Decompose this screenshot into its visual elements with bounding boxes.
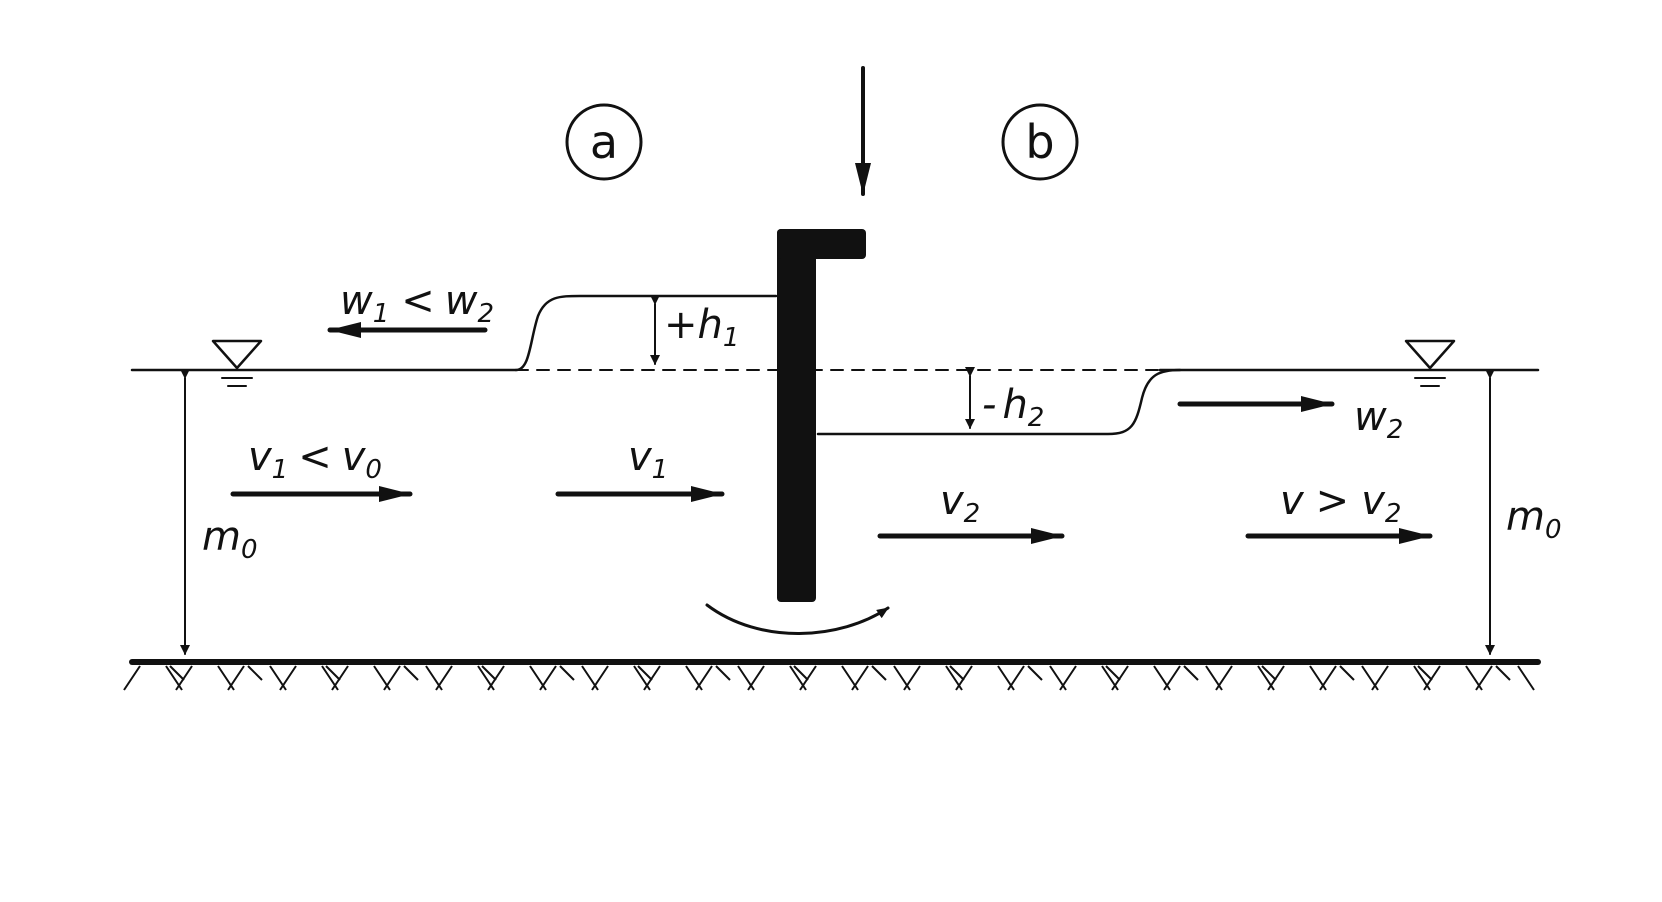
label-plus-h1: +h1 [664, 302, 739, 353]
hatch-line [435, 665, 453, 691]
hatch-line [1027, 665, 1043, 681]
hatch-line [871, 665, 887, 681]
hatch-line [793, 665, 809, 681]
water-level-symbol-right [1404, 339, 1456, 387]
hatch-line [715, 665, 731, 681]
underflow-arrow [705, 603, 890, 635]
hatch-line [1261, 665, 1277, 681]
hatch-line [247, 665, 263, 681]
hatch-line [1319, 665, 1337, 691]
label-v1-less-v0: v1<v0 [248, 434, 382, 485]
hatch-line [279, 665, 297, 691]
ground-bed [123, 659, 1541, 691]
hatch-line [123, 665, 141, 691]
hatch-line [637, 665, 653, 681]
hatch-line [227, 665, 245, 691]
water-level-symbol-left [211, 339, 263, 387]
hatch-line [1111, 665, 1129, 691]
hatch-line [643, 665, 661, 691]
hatch-line [1517, 665, 1535, 691]
hatch-line [591, 665, 609, 691]
label-v-greater-v2: v>v2 [1280, 478, 1401, 529]
hatch-line [481, 665, 497, 681]
hatch-line [325, 665, 341, 681]
hatch-line [1495, 665, 1511, 681]
hatch-line [1163, 665, 1181, 691]
label-w2: w2 [1354, 394, 1403, 445]
label-m0-right: m0 [1506, 494, 1562, 545]
hatch-line [1183, 665, 1199, 681]
hatch-line [799, 665, 817, 691]
label-m0-left: m0 [202, 514, 258, 565]
hatch-line [169, 665, 185, 681]
label-v2: v2 [940, 478, 980, 529]
hatch-line [1417, 665, 1433, 681]
label-minus-h2: -h2 [982, 382, 1044, 433]
hatch-line [955, 665, 973, 691]
label-v1: v1 [628, 434, 668, 485]
hatch-line [1105, 665, 1121, 681]
hatch-line [1215, 665, 1233, 691]
hatch-line [1059, 665, 1077, 691]
hatch-line [1423, 665, 1441, 691]
hatch-line [539, 665, 557, 691]
ground-hatching [123, 665, 1535, 691]
sluice-gate [777, 229, 866, 602]
zone-b-marker: b [1001, 103, 1079, 181]
hatch-line [175, 665, 193, 691]
label-w1-less-w2: w1<w2 [340, 278, 494, 329]
hatch-line [403, 665, 419, 681]
hatch-line [903, 665, 921, 691]
hatch-line [1267, 665, 1285, 691]
zone-b-label: b [1025, 115, 1054, 169]
hatch-line [487, 665, 505, 691]
zone-a-marker: a [565, 103, 643, 181]
hatch-line [851, 665, 869, 691]
hatch-line [383, 665, 401, 691]
hatch-line [1007, 665, 1025, 691]
hatch-line [1339, 665, 1355, 681]
hatch-line [559, 665, 575, 681]
hatch-line [949, 665, 965, 681]
hatch-line [1371, 665, 1389, 691]
upstream-raised-surface [514, 294, 778, 372]
hatch-line [1475, 665, 1493, 691]
downstream-lowered-surface [816, 368, 1182, 436]
hatch-line [695, 665, 713, 691]
zone-a-label: a [590, 115, 618, 169]
hatch-line [331, 665, 349, 691]
hatch-line [747, 665, 765, 691]
